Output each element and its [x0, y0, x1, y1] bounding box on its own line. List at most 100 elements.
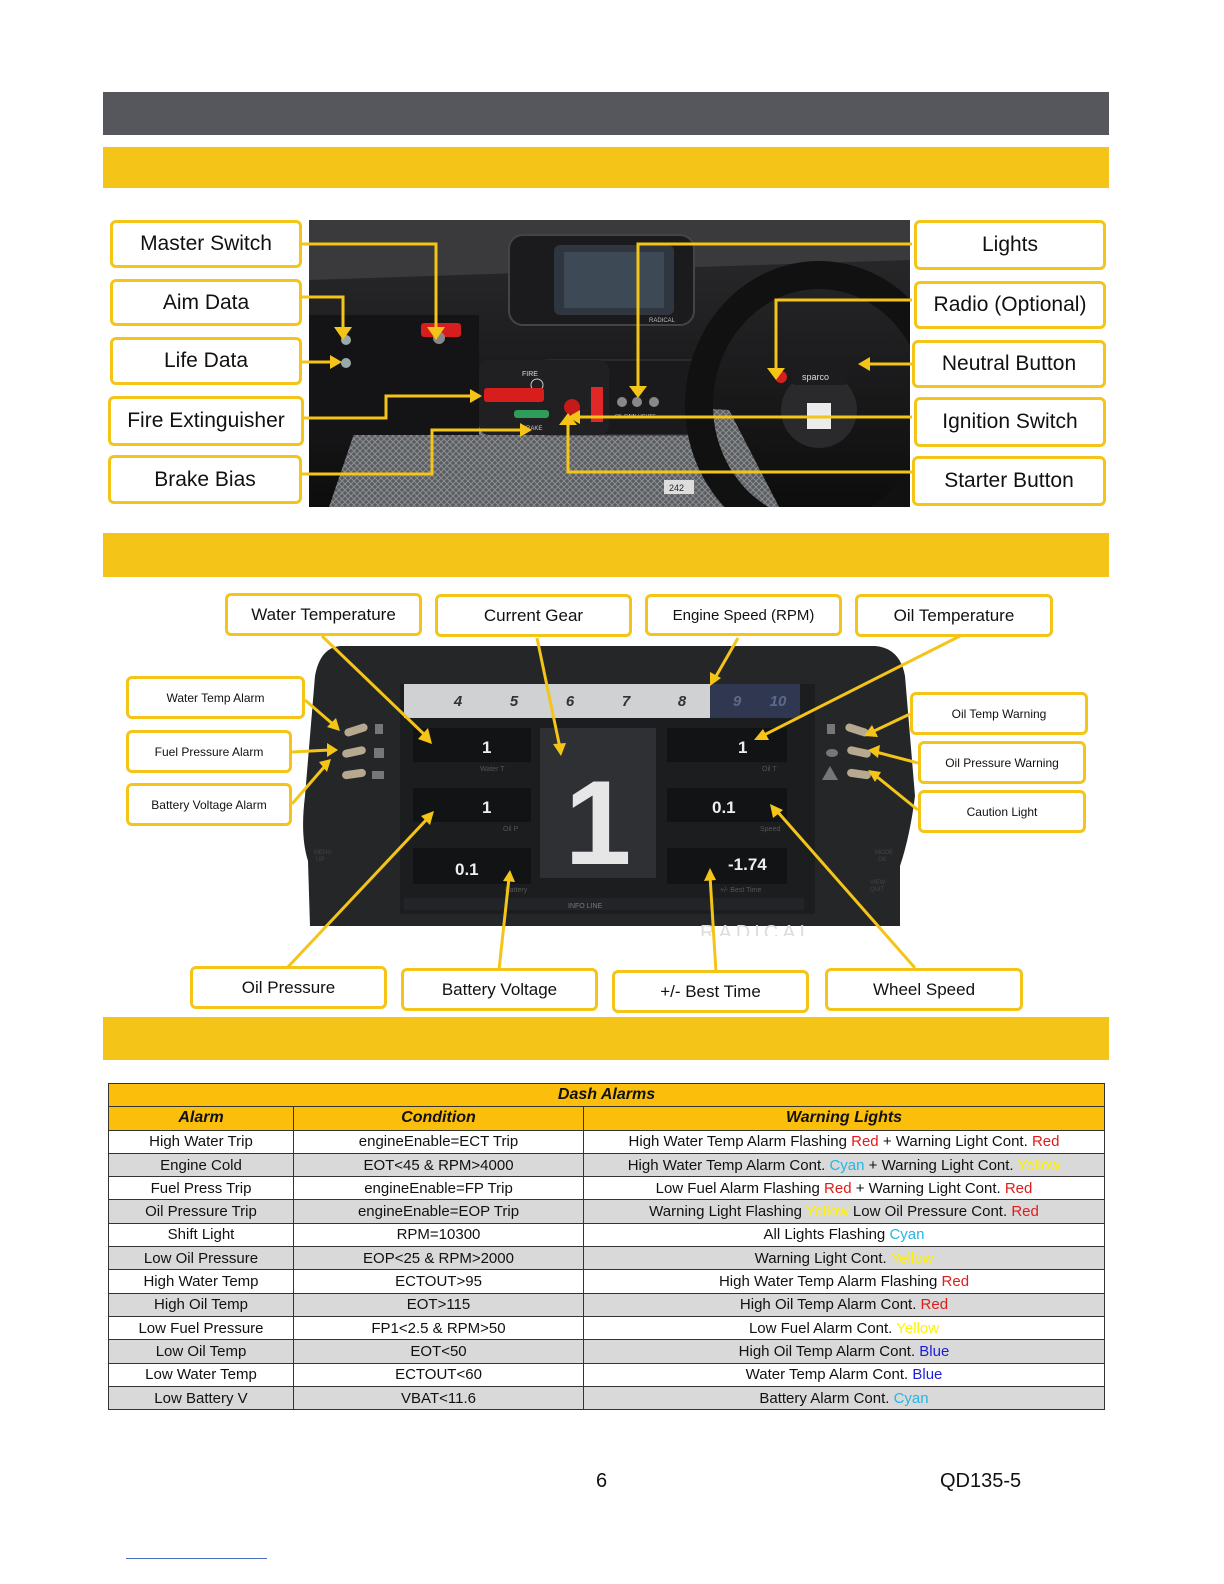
- photo-brake-text: BRAKE: [522, 426, 542, 432]
- battery-label: Battery: [505, 887, 528, 894]
- alarm-cell: Low Oil Temp: [108, 1339, 294, 1364]
- warning-text: High Water Temp Alarm Flashing: [718, 1273, 942, 1291]
- mode-ok-text: OK: [878, 857, 887, 863]
- label-oil-temperature: Oil Temperature: [855, 594, 1053, 637]
- condition-cell: EOT<50: [293, 1339, 584, 1364]
- color-word: Red: [941, 1273, 970, 1291]
- label-caution-light: Caution Light: [918, 790, 1086, 833]
- color-word: Cyan: [889, 1226, 925, 1244]
- label-battery-voltage-alarm: Battery Voltage Alarm: [126, 783, 292, 826]
- arrow-brake-bias: [302, 428, 520, 476]
- condition-cell: engineEnable=ECT Trip: [293, 1129, 584, 1154]
- arrow-starter: [566, 425, 912, 474]
- alarm-cell: Oil Pressure Trip: [108, 1199, 294, 1224]
- warning-lights-cell: Warning Light Cont. Yellow: [582, 1246, 1106, 1271]
- warning-lights-cell: High Water Temp Alarm Flashing Red + War…: [582, 1129, 1106, 1154]
- alarm-cell: High Oil Temp: [108, 1292, 294, 1317]
- warning-lights-cell: All Lights Flashing Cyan: [582, 1222, 1106, 1248]
- color-word: Cyan: [829, 1156, 865, 1174]
- color-word: Cyan: [893, 1389, 929, 1407]
- condition-cell: VBAT<11.6: [293, 1385, 584, 1411]
- color-word: Yellow: [805, 1203, 849, 1221]
- color-word: Red: [1031, 1133, 1060, 1151]
- view-text: VIEW: [870, 880, 886, 886]
- footnote-rule: [126, 1558, 267, 1559]
- alarm-cell: High Water Trip: [108, 1129, 294, 1154]
- label-fuel-pressure-alarm: Fuel Pressure Alarm: [126, 730, 292, 773]
- label-lights: Lights: [914, 220, 1106, 270]
- warning-text: Warning Light Cont.: [754, 1249, 891, 1267]
- alarm-cell: Fuel Press Trip: [108, 1176, 294, 1201]
- warning-lights-cell: Low Fuel Alarm Cont. Yellow: [582, 1315, 1106, 1341]
- header-condition: Condition: [293, 1106, 584, 1131]
- oil-p-value: 1: [482, 798, 491, 817]
- rpm-tick-7: 7: [622, 693, 631, 710]
- warning-text: All Lights Flashing: [763, 1226, 890, 1244]
- color-word: Yellow: [1017, 1156, 1061, 1174]
- alarm-cell: Low Fuel Pressure: [108, 1315, 294, 1341]
- label-neutral-button: Neutral Button: [912, 340, 1106, 388]
- cockpit-illustration: RADICAL FIRE BRAKE OIL RAIN LIGHTS sparc…: [309, 220, 910, 507]
- gear-value: 1: [565, 756, 632, 890]
- label-water-temp-alarm: Water Temp Alarm: [126, 676, 305, 719]
- oil-p-label: Oil P: [503, 826, 519, 833]
- dash-display: 4 5 6 7 8 9 10 1 1 1 0.1 1 0.1 -1.74 Wat…: [300, 636, 916, 944]
- color-word: Blue: [919, 1342, 950, 1360]
- rpm-tick-9: 9: [733, 693, 742, 710]
- warning-lights-cell: Battery Alarm Cont. Cyan: [582, 1385, 1106, 1411]
- color-word: Red: [1011, 1203, 1039, 1221]
- warning-text: + Warning Light Cont.: [864, 1156, 1018, 1174]
- condition-cell: ECTOUT<60: [293, 1362, 584, 1387]
- label-starter-button: Starter Button: [912, 456, 1106, 506]
- warning-lights-cell: Low Fuel Alarm Flashing Red + Warning Li…: [582, 1176, 1106, 1201]
- condition-cell: EOT<45 & RPM>4000: [293, 1152, 584, 1178]
- alarm-cell: Shift Light: [108, 1222, 294, 1248]
- arrow-fire-extinguisher: [302, 394, 470, 420]
- photo-plate-text: 242: [669, 483, 684, 493]
- condition-cell: ECTOUT>95: [293, 1269, 584, 1294]
- color-word: Red: [851, 1133, 879, 1151]
- section-bar-controls: [103, 147, 1109, 188]
- view-quit-text: QUIT: [870, 887, 885, 893]
- warning-text: Warning Light Flashing: [649, 1203, 806, 1221]
- photo-sparco-text: sparco: [802, 372, 829, 382]
- label-life-data: Life Data: [110, 337, 302, 385]
- label-radio: Radio (Optional): [914, 281, 1106, 329]
- controls-arrows: [302, 242, 912, 476]
- label-oil-pressure-warning: Oil Pressure Warning: [918, 741, 1086, 784]
- info-line-text: INFO LINE: [568, 903, 603, 910]
- section-bar-dash: [103, 533, 1109, 577]
- alarm-cell: Low Oil Pressure: [108, 1246, 294, 1271]
- condition-cell: FP1<2.5 & RPM>50: [293, 1315, 584, 1341]
- label-brake-bias: Brake Bias: [108, 455, 302, 504]
- condition-cell: RPM=10300: [293, 1222, 584, 1248]
- warning-text: High Oil Temp Alarm Cont.: [739, 1296, 921, 1314]
- color-word: Red: [824, 1179, 852, 1197]
- dash-arrows: [285, 634, 961, 973]
- label-best-time: +/- Best Time: [612, 970, 809, 1013]
- rpm-tick-8: 8: [678, 693, 687, 710]
- warning-text: Low Fuel Alarm Flashing: [655, 1179, 825, 1197]
- cockpit-photo: RADICAL FIRE BRAKE OIL RAIN LIGHTS sparc…: [309, 220, 910, 507]
- label-oil-temp-warning: Oil Temp Warning: [910, 692, 1088, 735]
- rpm-tick-6: 6: [566, 693, 575, 710]
- label-master-switch: Master Switch: [110, 220, 302, 268]
- color-word: Blue: [912, 1366, 943, 1384]
- alarm-cell: Low Battery V: [108, 1385, 294, 1411]
- dash-alarms-table: Dash Alarms Alarm Condition Warning Ligh…: [107, 1082, 1106, 1411]
- best-time-value: -1.74: [728, 855, 767, 874]
- warning-text: High Oil Temp Alarm Cont.: [738, 1342, 920, 1360]
- arrow-aim-data: [302, 295, 345, 327]
- water-t-label: Water T: [480, 766, 505, 773]
- label-aim-data: Aim Data: [110, 279, 302, 326]
- speed-value: 0.1: [712, 798, 736, 817]
- label-fire-extinguisher: Fire Extinguisher: [108, 396, 304, 446]
- arrow-radio: [774, 298, 912, 368]
- section-bar-alarms: [103, 1017, 1109, 1060]
